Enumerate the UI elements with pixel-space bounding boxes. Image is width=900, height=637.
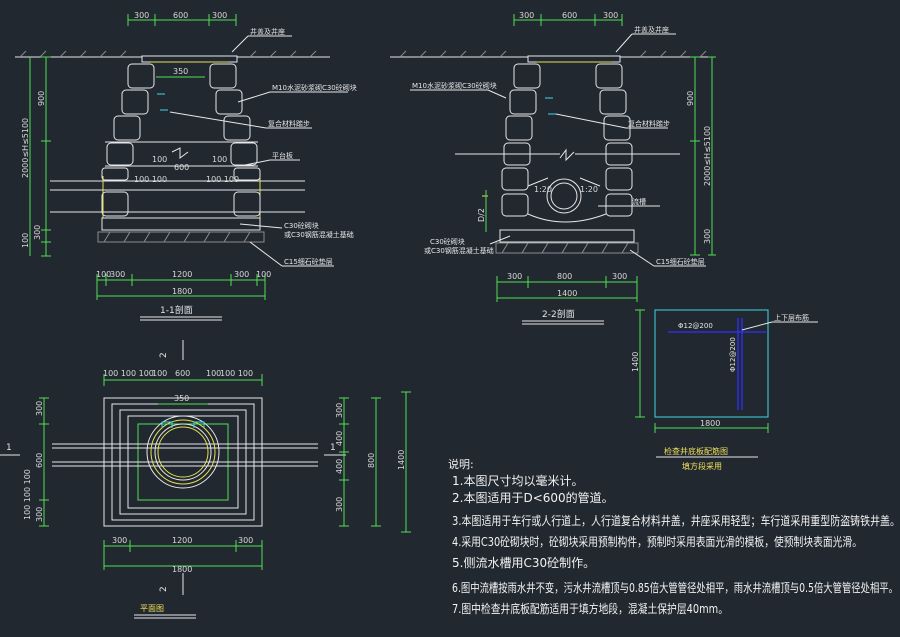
plan-dim-right-2: 400: [335, 431, 344, 446]
rebar-dim-1800: 1800: [700, 419, 720, 428]
sec11-dim-b-4: 300: [234, 270, 249, 279]
notes: 说明: 1.本图尺寸均以毫米计。 2.本图适用于D<600的管道。 3.本图适用…: [448, 457, 900, 616]
plan-sec-marker-left: 1: [6, 443, 12, 453]
plan-dim-top-1: 100 100 100: [103, 369, 154, 378]
sec11-label-m10: M10水泥砂浆砌C30砼砌块: [272, 83, 357, 92]
sec22-dim-1400: 1400: [557, 289, 577, 298]
plan-dim-left-1: 300: [35, 401, 44, 416]
sec22-dim-top-1: 300: [519, 11, 534, 20]
sec22-ratio-l: 1:20: [534, 185, 552, 194]
note-3: 3.本图适用于车行或人行道上，人行道复合材料井盖，井座采用轻型；车行道采用重型防…: [452, 513, 900, 528]
sec11-dim-top-2: 600: [173, 11, 188, 20]
sec11-dim-600: 600: [174, 163, 189, 172]
rebar-dim-1400: 1400: [631, 352, 640, 372]
plan-dim-left-2: 600: [35, 453, 44, 468]
plan-view: 2 2 1 1 350 100 100 100 100 600 100: [0, 340, 411, 619]
plan-dim-top-2: 100: [152, 369, 167, 378]
section-2-2: 300 600 300 1:20 1:2: [390, 11, 716, 325]
sec22-title: 2-2剖面: [542, 308, 575, 320]
sec11-dim-900: 900: [37, 91, 46, 106]
sec11-label-cover: 井盖及井座: [250, 27, 285, 36]
note-6: 6.图中流槽按雨水井不变，污水井流槽顶与0.85倍大管管径处相平，雨水井流槽顶与…: [452, 580, 898, 595]
sec22-label-cover: 井盖及井座: [634, 25, 669, 34]
rebar-bar-h: Φ12@200: [678, 322, 713, 330]
sec11-dim-100-v: 100: [21, 233, 30, 248]
sec11-label-c30b: 或C30钢筋混凝土基础: [284, 230, 354, 239]
note-2: 2.本图适用于D<600的管道。: [452, 490, 614, 505]
sec22-label-flow: 流槽: [632, 197, 646, 206]
sec11-label-ladder: 复合材料踏步: [268, 119, 310, 128]
sec11-dim-300-v: 300: [33, 225, 42, 240]
plan-dim-1400: 1400: [397, 450, 406, 470]
sec22-label-c30a: C30砼砌块: [430, 237, 465, 246]
plan-dim-top-4: 100: [206, 369, 221, 378]
sec22-label-m10: M10水泥砂浆砌C30砼砌块: [412, 81, 497, 90]
sec22-dim-h: 2000≤H≤5100: [703, 126, 712, 186]
sec11-title: 1-1剖面: [160, 304, 193, 316]
rebar-plan: Φ12@200 Φ12@200 上下层布筋 1400 1800 检查井底板配筋图…: [631, 309, 818, 471]
sec22-dim-900: 900: [686, 91, 695, 106]
plan-dim-1800: 1800: [172, 565, 192, 574]
sec22-label-c15: C15细石砼垫层: [656, 257, 705, 266]
plan-dim-800: 800: [367, 453, 376, 468]
rebar-title: 检查井底板配筋图: [664, 446, 728, 456]
sec22-dim-b-2: 800: [557, 272, 572, 281]
sec11-dim-100-r: 100: [212, 155, 227, 164]
plan-dim-left-3: 300: [35, 507, 44, 522]
plan-sec-marker-top: 2: [159, 352, 169, 358]
sec11-dim-b-3: 1200: [172, 270, 192, 279]
note-1: 1.本图尺寸均以毫米计。: [452, 473, 583, 488]
sec11-dim-b-1: 100: [96, 270, 111, 279]
plan-sec-marker-bottom: 2: [159, 586, 169, 592]
sec11-dim-b-5: 100: [256, 270, 271, 279]
sec22-ratio-r: 1:20: [580, 185, 598, 194]
note-4: 4.采用C30砼砌块时，砼砌块采用预制构件，预制时采用表面光滑的模板，使预制块表…: [452, 534, 862, 549]
notes-heading: 说明:: [448, 457, 474, 471]
sec11-dim-350: 350: [173, 67, 188, 76]
note-5: 5.侧流水槽用C30砼制作。: [452, 556, 595, 570]
sec11-label-c30a: C30砼砌块: [284, 221, 319, 230]
sec22-dim-b-1: 300: [507, 272, 522, 281]
sec22-dim-b-3: 300: [612, 272, 627, 281]
sec11-dim-b-2: 300: [110, 270, 125, 279]
sec22-dim-d2: D/2: [477, 208, 486, 222]
note-7: 7.图中检查井底板配筋适用于填方地段，混凝土保护层40mm。: [452, 601, 728, 616]
sec22-dim-top-2: 600: [562, 11, 577, 20]
plan-dim-right-4: 300: [335, 497, 344, 512]
plan-title: 平面图: [140, 604, 164, 613]
plan-dim-left-small: 100 100 100: [23, 469, 32, 520]
sec11-dim-100-pair-r: 100 100: [206, 175, 239, 184]
section-1-1: 300 600 300 350: [15, 11, 357, 321]
sec22-dim-top-3: 300: [603, 11, 618, 20]
sec11-dim-100: 100: [152, 155, 167, 164]
sec11-dim-100-pair-l: 100 100: [134, 175, 167, 184]
rebar-bar-v: Φ12@200: [729, 337, 737, 372]
sec22-dim-300: 300: [703, 229, 712, 244]
sec11-dim-top-3: 300: [212, 11, 227, 20]
sec11-label-c15: C15细石砼垫层: [284, 257, 333, 266]
plan-dim-b-1: 300: [112, 536, 127, 545]
plan-dim-b-3: 300: [238, 536, 253, 545]
sec22-label-ladder: 复合材料踏步: [628, 119, 670, 128]
plan-dim-right-3: 400: [335, 459, 344, 474]
plan-dim-b-2: 1200: [172, 536, 192, 545]
plan-dim-top-5: 100 100: [220, 369, 253, 378]
sec11-dim-h: 2000≤H≤5100: [21, 118, 30, 178]
sec11-label-platform: 平台板: [272, 151, 293, 160]
plan-dim-350: 350: [174, 394, 189, 403]
sec11-dim-top-1: 300: [134, 11, 149, 20]
rebar-subtitle: 填方段采用: [682, 461, 722, 471]
sec11-dim-1800: 1800: [172, 287, 192, 296]
plan-sec-marker-right: 1: [330, 443, 336, 453]
sec22-label-c30b: 或C30钢筋混凝土基础: [424, 246, 494, 255]
plan-dim-right-1: 300: [335, 403, 344, 418]
rebar-label: 上下层布筋: [774, 313, 809, 322]
plan-dim-top-3: 600: [175, 369, 190, 378]
